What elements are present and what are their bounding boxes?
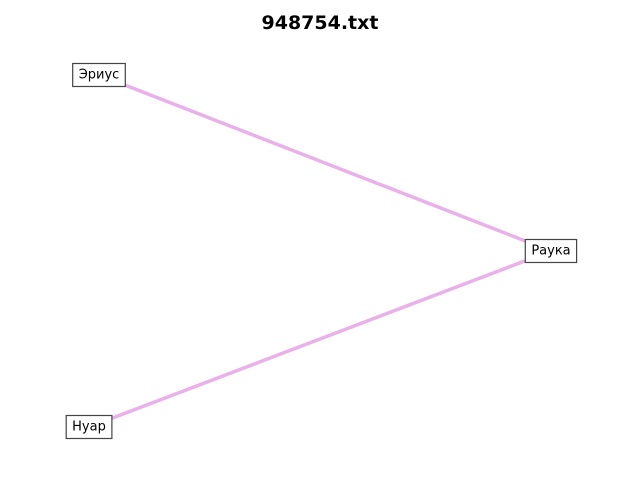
node-label-eriuss: Эриус — [79, 68, 120, 83]
edge-eriuss-rauka — [98, 73, 552, 253]
edges-layer — [88, 73, 552, 429]
edge-nuar-rauka — [88, 249, 552, 429]
node-eriuss: Эриус — [72, 62, 126, 88]
node-box-eriuss — [72, 62, 126, 88]
node-box-rauka — [524, 238, 578, 264]
node-rauka: Раука — [524, 238, 578, 264]
node-box-nuar — [65, 414, 113, 440]
node-label-nuar: Нуар — [72, 420, 106, 435]
node-nuar: Нуар — [65, 414, 113, 440]
node-label-rauka: Раука — [531, 244, 570, 259]
diagram-title: 948754.txt — [261, 12, 379, 34]
